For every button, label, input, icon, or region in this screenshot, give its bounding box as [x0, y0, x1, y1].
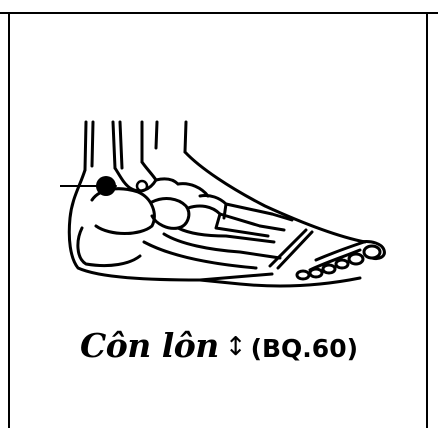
- acupoint-code: (BQ.60): [251, 334, 358, 363]
- acupoint-name: Côn lôn: [80, 326, 219, 365]
- figure-caption: Côn lôn↕(BQ.60): [0, 326, 438, 365]
- frame-right-border: [426, 12, 428, 428]
- leg-bones: [85, 122, 186, 170]
- frame-top-border: [0, 12, 438, 14]
- up-down-arrow-icon: ↕: [225, 332, 247, 362]
- toe-bones: [297, 241, 384, 279]
- tarsal-metatarsal-bones: [144, 184, 292, 268]
- acupoint-marker-icon: [96, 176, 116, 196]
- foot-skeleton-illustration: [60, 118, 400, 308]
- calcaneus-bone: [78, 189, 154, 266]
- frame-left-border: [8, 12, 10, 428]
